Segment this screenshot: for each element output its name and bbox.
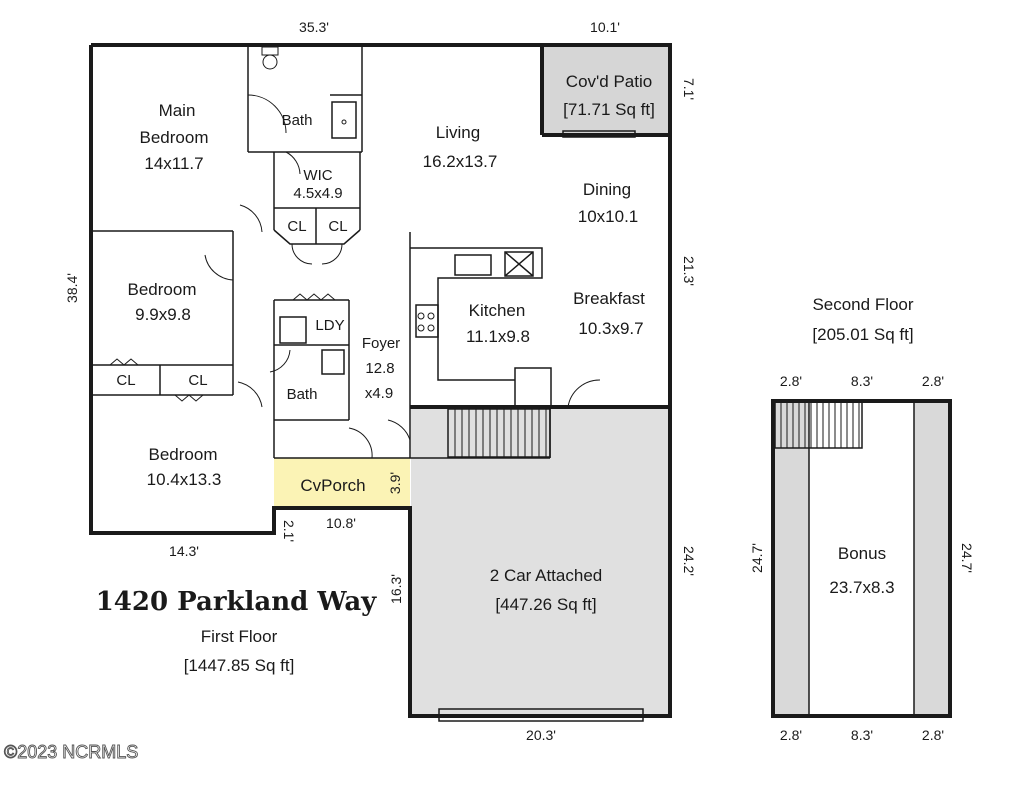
main-bedroom-label-2: Bedroom — [140, 128, 209, 147]
first-floor-title: First Floor — [201, 627, 278, 646]
patio-label: Cov'd Patio — [566, 72, 652, 91]
laundry-label: LDY — [315, 317, 344, 334]
dim-bonus-bottom-right: 2.8' — [922, 727, 944, 743]
porch-fill — [274, 458, 410, 508]
first-floor-stairs — [447, 408, 551, 458]
bonus-size: 23.7x8.3 — [829, 578, 894, 597]
dim-bonus-bottom-left: 2.8' — [780, 727, 802, 743]
dim-bonus-top-left: 2.8' — [780, 373, 802, 389]
main-bedroom-label: Main — [159, 101, 196, 120]
dim-bonus-bottom-mid: 8.3' — [851, 727, 873, 743]
foyer-label: Foyer — [362, 335, 400, 352]
closet-d-label: CL — [188, 372, 207, 389]
bonus-label: Bonus — [838, 544, 886, 563]
second-floor-title: Second Floor — [812, 295, 913, 314]
wic-label: WIC — [303, 167, 332, 184]
door-swings — [109, 46, 644, 722]
bedroom-2-label: Bedroom — [128, 280, 197, 299]
living-size: 16.2x13.7 — [423, 152, 498, 171]
dim-bonus-left: 24.7' — [749, 543, 765, 573]
closet-c-label: CL — [116, 372, 135, 389]
dim-bonus-right: 24.7' — [959, 543, 975, 573]
kitchen-label: Kitchen — [469, 301, 526, 320]
second-floor-area: [205.01 Sq ft] — [812, 325, 913, 344]
porch-label: CvPorch — [300, 476, 365, 495]
wic-size: 4.5x4.9 — [293, 185, 342, 202]
garage-area: [447.26 Sq ft] — [495, 595, 596, 614]
dim-porch-side: 2.1' — [281, 520, 297, 542]
bonus-left-knee-wall — [773, 401, 809, 716]
main-bedroom-size: 14x11.7 — [144, 154, 203, 173]
foyer-size-1: 12.8 — [365, 360, 394, 377]
bonus-right-knee-wall — [914, 401, 950, 716]
breakfast-size: 10.3x9.7 — [578, 319, 643, 338]
bonus-room-walls — [771, 399, 952, 718]
living-label: Living — [436, 123, 480, 142]
property-address: 1420 Parkland Way — [96, 587, 377, 617]
foyer-size-2: x4.9 — [365, 385, 393, 402]
garage-fill — [411, 407, 670, 716]
bath-1-label: Bath — [282, 112, 313, 129]
second-floor-stairs — [774, 401, 863, 449]
patio-area: [71.71 Sq ft] — [563, 100, 655, 119]
exterior-walls — [89, 43, 672, 718]
dim-garage-right: 24.2' — [681, 546, 697, 576]
dining-label: Dining — [583, 180, 631, 199]
dim-right-house: 21.3' — [681, 256, 697, 286]
dim-patio-side: 7.1' — [681, 78, 697, 100]
closet-a-label: CL — [287, 218, 306, 235]
watermark: ©2023 NCRMLS — [4, 742, 138, 762]
garage-label: 2 Car Attached — [490, 566, 602, 585]
dim-bottom-left: 14.3' — [169, 543, 199, 559]
dim-top-main: 35.3' — [299, 19, 329, 35]
closet-b-label: CL — [328, 218, 347, 235]
first-floor-area: [1447.85 Sq ft] — [184, 656, 295, 675]
dim-left: 38.4' — [64, 273, 80, 303]
bedroom-3-label: Bedroom — [149, 445, 218, 464]
breakfast-label: Breakfast — [573, 289, 645, 308]
dim-porch-bottom: 10.8' — [326, 515, 356, 531]
bedroom-3-size: 10.4x13.3 — [147, 470, 222, 489]
dim-bonus-top-right: 2.8' — [922, 373, 944, 389]
porch-dimension: 3.9' — [387, 472, 403, 494]
bath-2-label: Bath — [287, 386, 318, 403]
dim-garage-left: 16.3' — [388, 574, 404, 604]
dim-bonus-top-mid: 8.3' — [851, 373, 873, 389]
covered-patio-fill — [542, 45, 670, 135]
dim-top-patio: 10.1' — [590, 19, 620, 35]
bedroom-2-size: 9.9x9.8 — [135, 305, 191, 324]
dining-size: 10x10.1 — [578, 207, 639, 226]
kitchen-size: 11.1x9.8 — [466, 327, 530, 346]
interior-walls — [91, 45, 670, 459]
dim-garage-bottom: 20.3' — [526, 727, 556, 743]
